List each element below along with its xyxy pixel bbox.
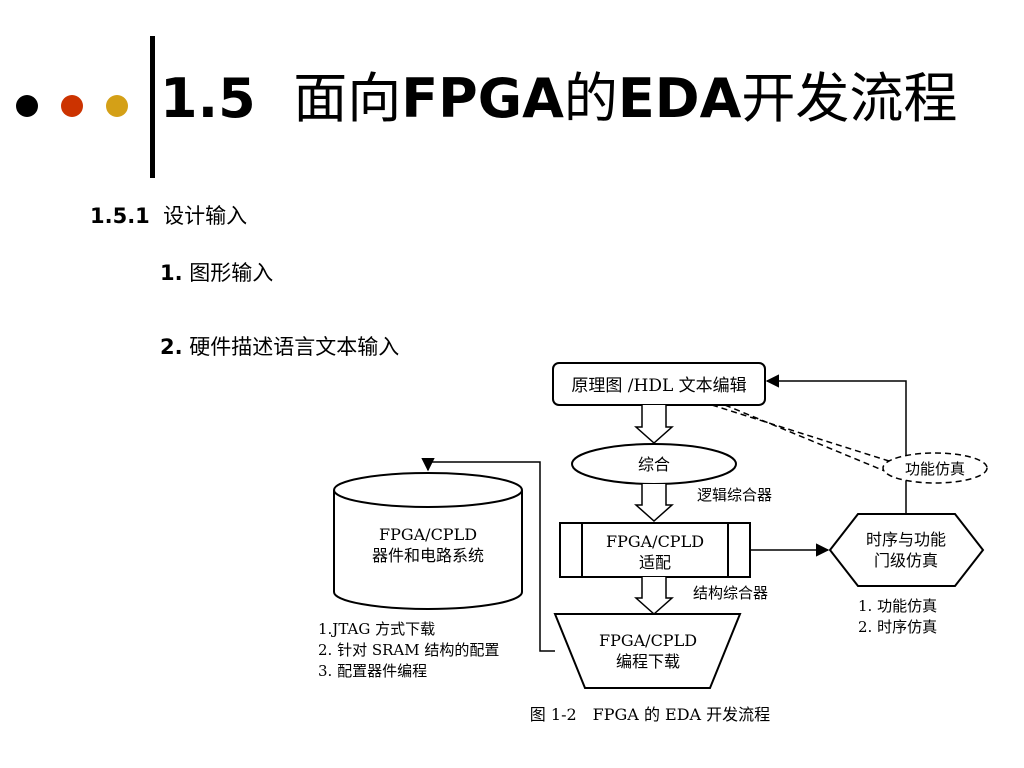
func-sim-label: 功能仿真 xyxy=(905,460,965,478)
sim-item-2: 2. 时序仿真 xyxy=(858,618,937,636)
bullet-dot-black xyxy=(16,95,38,117)
synthesis-label: 综合 xyxy=(638,455,670,474)
figure-caption: 图 1-2 FPGA 的 EDA 开发流程 xyxy=(530,705,770,724)
download-trapezoid xyxy=(553,613,742,689)
prog-item-2: 2. 针对 SRAM 结构的配置 xyxy=(318,641,499,659)
bullet-dot-yellow xyxy=(106,95,128,117)
system-label-line2: 器件和电路系统 xyxy=(372,546,484,565)
gate-sim-label-line1: 时序与功能 xyxy=(866,530,946,549)
arrow-editor-to-synth xyxy=(634,405,674,445)
section-heading: 1.5.1 设计输入 xyxy=(90,204,248,228)
fit-box xyxy=(559,522,751,578)
gate-sim-label-line2: 门级仿真 xyxy=(874,551,938,570)
gate-sim-hexagon xyxy=(828,513,985,587)
download-label-line1: FPGA/CPLD xyxy=(599,631,697,650)
system-label-line1: FPGA/CPLD xyxy=(379,525,477,544)
system-cylinder xyxy=(333,490,523,610)
arrow-gate-sim-to-editor xyxy=(765,374,907,514)
arrow-fit-to-download xyxy=(634,577,674,616)
arrow-download-to-system xyxy=(421,457,555,652)
editor-label: 原理图 /HDL 文本编辑 xyxy=(571,376,746,396)
list-item-graphic-input: 1. 图形输入 xyxy=(160,261,274,285)
prog-item-3: 3. 配置器件编程 xyxy=(318,662,427,680)
arrow-synth-to-fit xyxy=(634,484,674,523)
logic-synth-label: 逻辑综合器 xyxy=(697,486,772,504)
fit-label-line2: 适配 xyxy=(639,553,671,572)
func-sim-ellipse xyxy=(882,452,988,484)
title-divider xyxy=(150,36,155,178)
fit-label-line1: FPGA/CPLD xyxy=(606,532,704,551)
prog-item-1: 1.JTAG 方式下载 xyxy=(318,620,435,638)
bullet-dot-red xyxy=(61,95,83,117)
sim-item-1: 1. 功能仿真 xyxy=(858,597,937,615)
list-item-hdl-input: 2. 硬件描述语言文本输入 xyxy=(160,335,400,359)
slide-title: 1.5 面向FPGA的EDA开发流程 xyxy=(160,67,958,130)
download-label-line2: 编程下载 xyxy=(616,652,680,671)
struct-synth-label: 结构综合器 xyxy=(693,584,768,602)
